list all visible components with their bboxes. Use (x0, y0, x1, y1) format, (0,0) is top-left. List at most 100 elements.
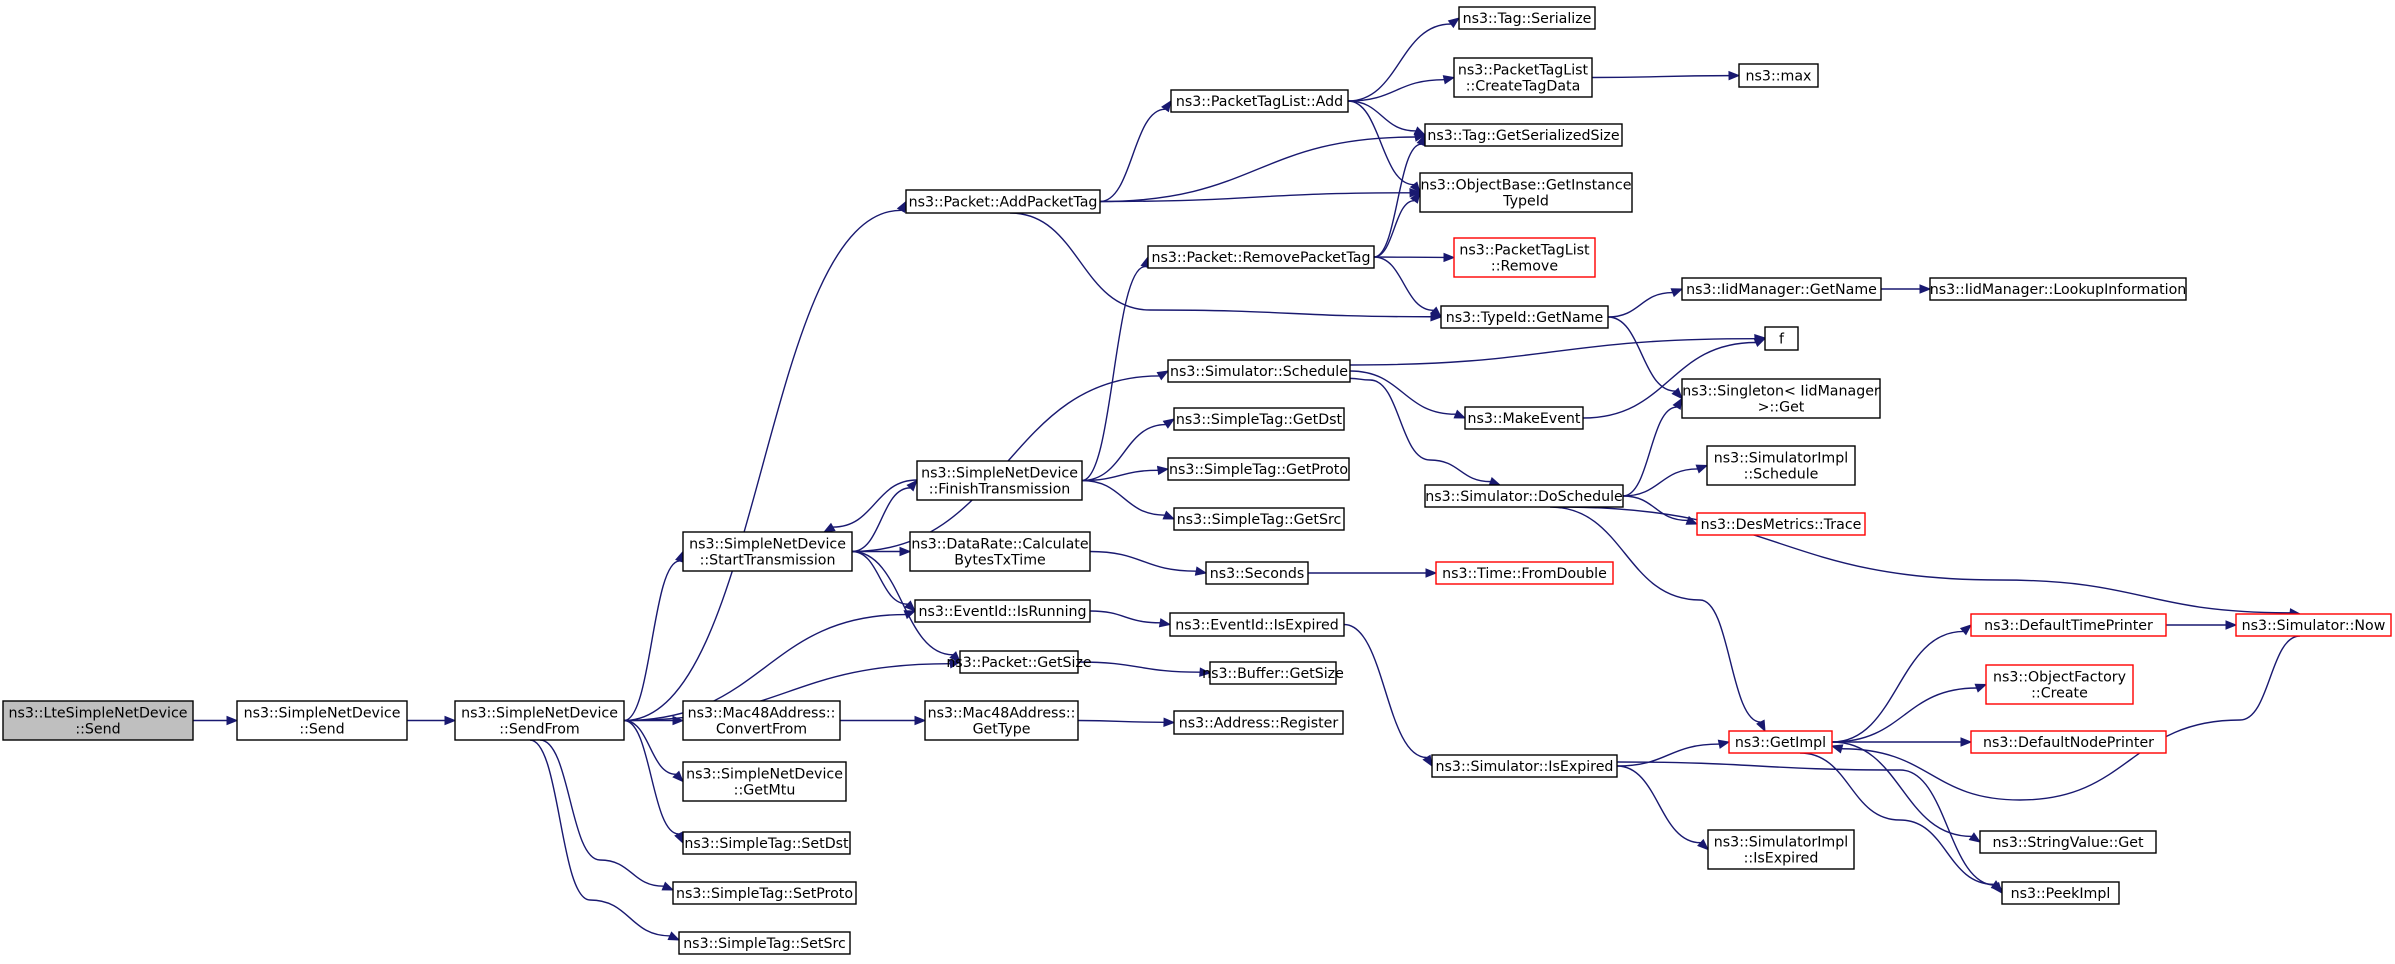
node-box[interactable] (682, 761, 847, 802)
node-st-setdst[interactable]: ns3::SimpleTag::SetDst (682, 831, 851, 855)
node-box[interactable] (1205, 561, 1309, 585)
node-box[interactable] (1147, 245, 1375, 269)
node-time-fromdouble[interactable]: ns3::Time::FromDouble (1435, 561, 1614, 585)
node-box[interactable] (2001, 881, 2120, 905)
node-pkt-removepackettag[interactable]: ns3::Packet::RemovePacketTag (1147, 245, 1375, 269)
node-box[interactable] (1169, 612, 1345, 637)
node-box[interactable] (1979, 830, 2157, 854)
node-default-time-printer[interactable]: ns3::DefaultTimePrinter (1970, 613, 2167, 637)
node-snd-sendfrom[interactable]: ns3::SimpleNetDevice::SendFrom (454, 700, 625, 741)
node-box[interactable] (1424, 484, 1624, 508)
node-box[interactable] (924, 700, 1079, 741)
node-iid-getname[interactable]: ns3::IidManager::GetName (1681, 277, 1882, 301)
node-simimpl-schedule[interactable]: ns3::SimulatorImpl::Schedule (1706, 445, 1856, 486)
node-ev-isrunning[interactable]: ns3::EventId::IsRunning (914, 599, 1091, 623)
node-box[interactable] (678, 931, 851, 955)
node-box[interactable] (914, 599, 1091, 623)
node-pkt-getsize[interactable]: ns3::Packet::GetSize (946, 650, 1092, 674)
node-snd-starttx[interactable]: ns3::SimpleNetDevice::StartTransmission (682, 531, 853, 572)
node-box[interactable] (1435, 561, 1614, 585)
node-st-getsrc[interactable]: ns3::SimpleTag::GetSrc (1173, 507, 1345, 531)
node-sim-doschedule[interactable]: ns3::Simulator::DoSchedule (1424, 484, 1624, 508)
node-box[interactable] (1458, 6, 1596, 30)
node-ev-isexpired[interactable]: ns3::EventId::IsExpired (1169, 612, 1345, 637)
node-box[interactable] (682, 831, 851, 855)
node-box[interactable] (1424, 123, 1623, 147)
node-box[interactable] (2, 700, 194, 741)
node-typeid-getname[interactable]: ns3::TypeId::GetName (1440, 305, 1609, 329)
node-default-node-printer[interactable]: ns3::DefaultNodePrinter (1970, 730, 2167, 754)
node-makeevent[interactable]: ns3::MakeEvent (1464, 406, 1584, 430)
node-objfactory-create[interactable]: ns3::ObjectFactory::Create (1985, 664, 2134, 705)
node-box[interactable] (1464, 406, 1584, 430)
node-iid-lookup[interactable]: ns3::IidManager::LookupInformation (1929, 277, 2187, 301)
node-box[interactable] (1728, 730, 1833, 754)
node-box[interactable] (2235, 613, 2392, 637)
node-box[interactable] (1453, 237, 1596, 278)
node-buf-getsize[interactable]: ns3::Buffer::GetSize (1202, 661, 1344, 685)
node-box[interactable] (1764, 326, 1799, 351)
node-mac48-convertfrom[interactable]: ns3::Mac48Address::ConvertFrom (682, 700, 841, 741)
node-box[interactable] (454, 700, 625, 741)
node-snd-finishtx[interactable]: ns3::SimpleNetDevice::FinishTransmission (916, 460, 1083, 501)
node-box[interactable] (1681, 277, 1882, 301)
node-snd-send[interactable]: ns3::SimpleNetDevice::Send (236, 700, 408, 741)
node-tag-getserializedsize[interactable]: ns3::Tag::GetSerializedSize (1424, 123, 1623, 147)
node-box[interactable] (1696, 512, 1866, 536)
node-box[interactable] (1419, 172, 1633, 213)
node-box[interactable] (1170, 89, 1349, 113)
node-st-getproto[interactable]: ns3::SimpleTag::GetProto (1167, 457, 1350, 481)
node-desmetrics-trace[interactable]: ns3::DesMetrics::Trace (1696, 512, 1866, 536)
node-box[interactable] (905, 189, 1101, 214)
node-box[interactable] (1209, 661, 1337, 685)
node-ptl-add[interactable]: ns3::PacketTagList::Add (1170, 89, 1349, 113)
node-box[interactable] (1681, 378, 1881, 419)
node-st-setproto[interactable]: ns3::SimpleTag::SetProto (672, 881, 857, 905)
node-box[interactable] (1970, 730, 2167, 754)
node-max[interactable]: ns3::max (1738, 63, 1819, 88)
node-box[interactable] (1970, 613, 2167, 637)
node-ptl-remove[interactable]: ns3::PacketTagList::Remove (1453, 237, 1596, 278)
node-box[interactable] (1431, 754, 1618, 778)
node-peekimpl[interactable]: ns3::PeekImpl (2001, 881, 2120, 905)
node-box[interactable] (682, 700, 841, 741)
node-mac48-gettype[interactable]: ns3::Mac48Address::GetType (924, 700, 1079, 741)
node-box[interactable] (909, 531, 1091, 572)
node-box[interactable] (1173, 407, 1345, 431)
node-sim-isexpired[interactable]: ns3::Simulator::IsExpired (1431, 754, 1618, 778)
node-sim-schedule[interactable]: ns3::Simulator::Schedule (1167, 359, 1351, 383)
node-seconds[interactable]: ns3::Seconds (1205, 561, 1309, 585)
node-tag-serialize[interactable]: ns3::Tag::Serialize (1458, 6, 1596, 30)
node-pkt-addpackettag[interactable]: ns3::Packet::AddPacketTag (905, 189, 1101, 214)
node-box[interactable] (1706, 445, 1856, 486)
node-f[interactable]: f (1764, 326, 1799, 351)
node-box[interactable] (1707, 829, 1855, 870)
node-box[interactable] (1738, 63, 1819, 88)
node-st-getdst[interactable]: ns3::SimpleTag::GetDst (1173, 407, 1345, 431)
node-box[interactable] (236, 700, 408, 741)
node-st-setsrc[interactable]: ns3::SimpleTag::SetSrc (678, 931, 851, 955)
node-box[interactable] (1167, 359, 1351, 383)
node-box[interactable] (682, 531, 853, 572)
node-simimpl-isexpired[interactable]: ns3::SimulatorImpl::IsExpired (1707, 829, 1855, 870)
node-box[interactable] (1167, 457, 1350, 481)
node-sim-now[interactable]: ns3::Simulator::Now (2235, 613, 2392, 637)
node-snd-getmtu[interactable]: ns3::SimpleNetDevice::GetMtu (682, 761, 847, 802)
node-singleton-get[interactable]: ns3::Singleton< IidManager >::Get (1681, 378, 1881, 419)
node-box[interactable] (1985, 664, 2134, 705)
node-stringvalue-get[interactable]: ns3::StringValue::Get (1979, 830, 2157, 854)
node-box[interactable] (1173, 710, 1344, 735)
node-addr-register[interactable]: ns3::Address::Register (1173, 710, 1344, 735)
node-box[interactable] (959, 650, 1079, 674)
node-getimpl[interactable]: ns3::GetImpl (1728, 730, 1833, 754)
node-box[interactable] (916, 460, 1083, 501)
node-ptl-createtagdata[interactable]: ns3::PacketTagList::CreateTagData (1453, 57, 1593, 98)
node-box[interactable] (672, 881, 857, 905)
node-box[interactable] (1453, 57, 1593, 98)
node-box[interactable] (1173, 507, 1345, 531)
node-box[interactable] (1440, 305, 1609, 329)
node-box[interactable] (1929, 277, 2187, 301)
node-lte-send[interactable]: ns3::LteSimpleNetDevice::Send (2, 700, 194, 741)
